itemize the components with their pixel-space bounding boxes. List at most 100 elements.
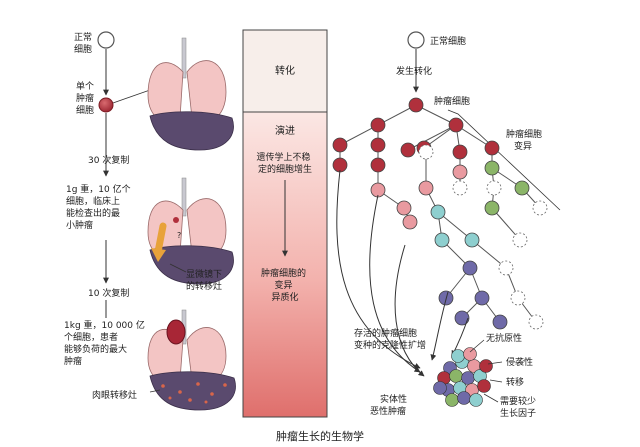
clone-link [407,124,457,151]
pointer-line-1 [112,89,151,104]
tumor-mass-cell [469,393,483,407]
clone-tree-nodes [332,97,548,330]
clone-cell [464,232,480,248]
trachea-1 [181,37,187,79]
right-tumor-cell-label: 肿瘤细胞 [434,95,470,107]
transformation-box [242,29,328,113]
clone-cell [370,117,386,133]
clone-cell [484,200,500,216]
normal-cell-label: 正常 细胞 [74,31,95,55]
middle-column: 转化 演进 遗传学上不稳 定的细胞增生 肿瘤细胞的 变异 异质化 [242,29,328,418]
dead-clone-cell [418,144,434,160]
tumor-mass-cell [477,379,491,393]
clone-cell [484,140,500,156]
survivor-arrow-2 [369,194,421,373]
liver-1 [149,111,234,151]
right-normal-cell [407,31,425,49]
smallest-tumor-label: 1g 重，10 亿个 细胞，临床上 能检查出的最 小肿瘤 [66,183,134,231]
progression-label: 演进 [275,124,295,137]
right-normal-cell-label: 正常细胞 [430,35,466,47]
clone-cell [408,97,424,113]
property-no-antigenicity: 无抗原性 [486,332,522,344]
clone-cell [402,214,418,230]
figure-caption: 肿瘤生长的生物学 [276,430,364,443]
clone-cell [400,142,416,158]
clone-cell [370,157,386,173]
solid-tumor-label: 实体性 恶性肿瘤 [370,393,410,417]
pointer-gross-metastasis [149,389,161,393]
tumor-mass-cell [457,391,471,405]
single-tumor-cell [98,97,114,113]
organ-illustration-3: 肉眼转移灶 [92,309,236,411]
property-invasive: 侵袭性 [506,356,533,368]
survivor-arrow-3 [394,244,425,377]
clone-cell [484,160,500,176]
micro-metastasis-label: 显微镜下 的转移灶 [186,268,225,292]
pointer-growth-factor [483,393,499,403]
property-growth-factor: 需要较少 生长因子 [500,395,539,419]
small-tumor-2 [173,217,179,223]
single-tumor-cell-label: 单个 肿瘤 细胞 [76,80,97,116]
clone-cell [452,164,468,180]
replication-10-label: 10 次复制 [88,287,129,299]
solid-tumor-mass [433,347,493,407]
metastasis-arrow-shaft [154,222,167,256]
large-tumor-3 [166,319,186,345]
clone-cell [370,182,386,198]
tumor-variation-label: 肿瘤细胞 变异 [506,128,545,152]
replication-30-label: 30 次复制 [88,154,129,166]
left-column: 正常 细胞 单个 肿瘤 细胞 30 次复制 1g 重，10 亿个 细胞，临床上 … [64,31,151,367]
tumor-mass-cell [449,369,463,383]
dead-clone-cell [532,200,548,216]
clone-cell [418,180,434,196]
trachea-2 [181,177,187,217]
tumor-mass-cell [445,393,459,407]
dead-clone-cell [486,180,502,196]
metastasis-arrow-head [151,248,166,262]
liver-2 [149,245,234,285]
dead-clone-cell [510,290,526,306]
gross-metastasis-dots [161,382,227,404]
clone-cell [396,200,412,216]
organ-question-mark: ? [177,231,181,240]
survivor-arrow-4 [430,291,449,361]
organ-illustration-2: ? 显微镜下 的转移灶 [147,177,234,292]
clone-cell [454,310,470,326]
tumor-mass-cell [463,347,477,361]
dead-clone-cell [512,232,528,248]
pointer-invasive [487,361,503,365]
clone-cell [492,314,508,330]
tumor-mass-cell [451,349,465,363]
clone-cell [462,260,478,276]
variation-bracket [447,109,561,211]
dead-clone-cell [498,260,514,276]
largest-tumor-label: 1kg 重，10 000 亿 个细胞，患者 能够负荷的最大 肿瘤 [64,319,148,367]
tumor-mass-cell [479,359,493,373]
liver-3 [149,371,236,411]
tumor-mass-cell [433,381,447,395]
organ-illustration-1 [147,37,234,151]
clone-cell [332,137,348,153]
clone-cell [514,180,530,196]
pointer-no-antigen [469,339,485,353]
transformation-label: 转化 [275,64,295,77]
pointer-micro-metastasis [169,263,187,273]
right-transformation-label: 发生转化 [396,65,432,77]
survivor-clones-label: 存活的肿瘤细胞 变种的克隆性扩增 [354,327,426,351]
clone-cell [430,204,446,220]
heterogeneity-label: 肿瘤细胞的 变异 异质化 [261,267,309,303]
clone-cell [452,144,468,160]
progression-box [242,111,328,418]
clone-cell [434,232,450,248]
dead-clone-cell [528,314,544,330]
gross-metastasis-label: 肉眼转移灶 [92,389,137,401]
genetic-instability-label: 遗传学上不稳 定的细胞增生 [257,151,314,175]
clone-link [415,104,457,126]
normal-cell-circle [97,31,115,49]
property-metastasis: 转移 [506,376,524,388]
survivor-arrow-1 [336,169,421,369]
clone-cell [332,157,348,173]
dead-clone-cell [452,180,468,196]
